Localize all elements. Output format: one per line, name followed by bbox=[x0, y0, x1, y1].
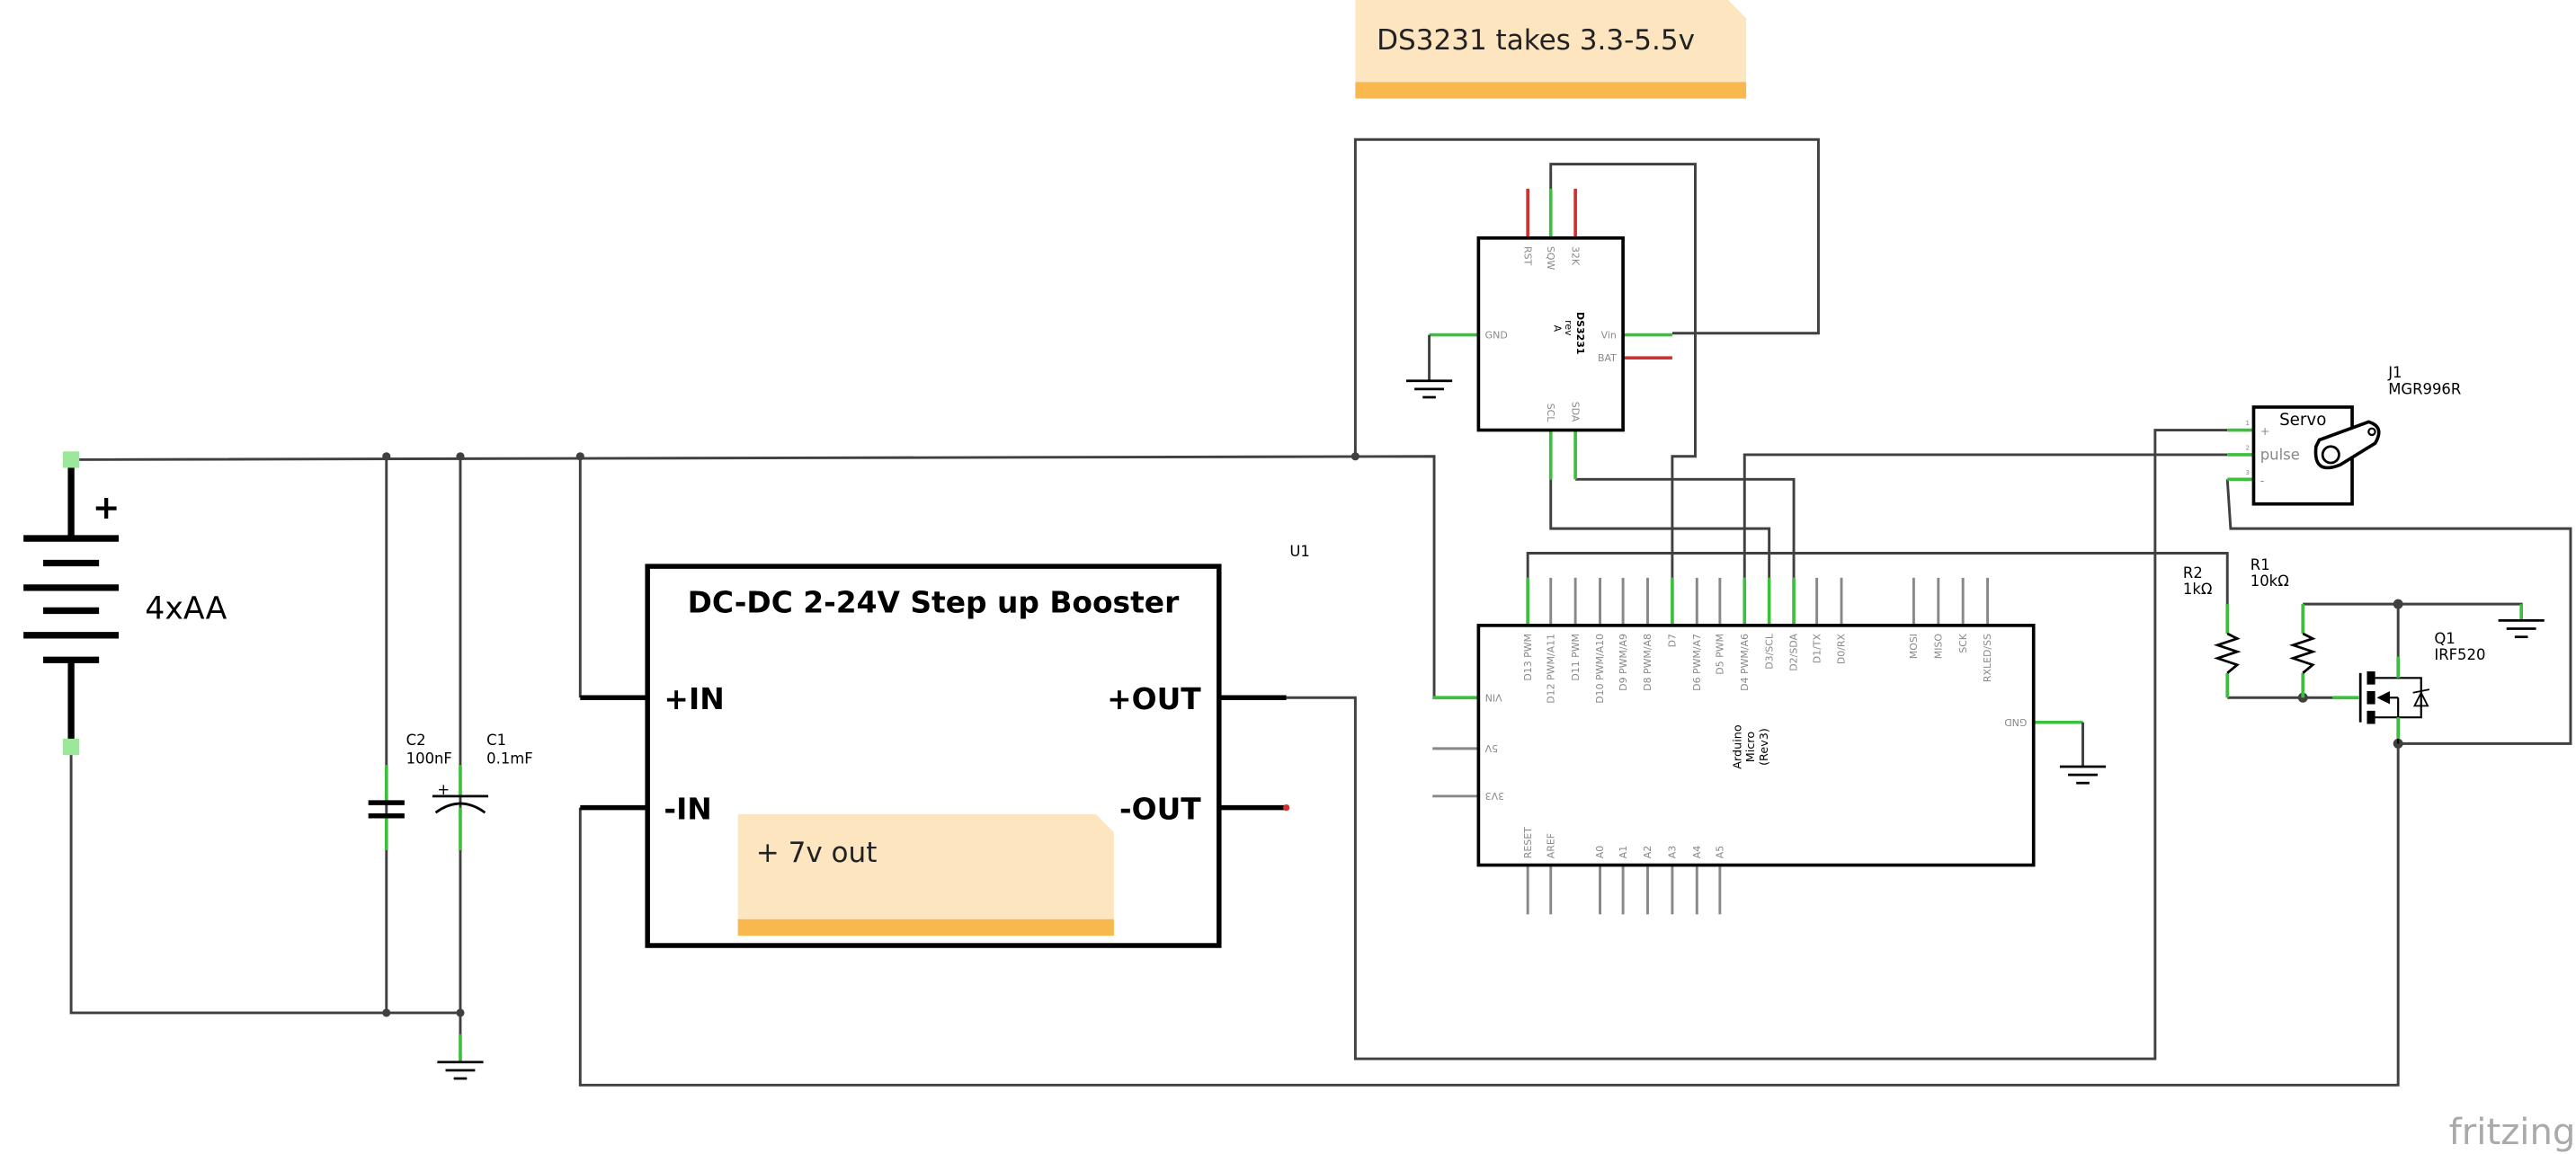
arduino-name-3: (Rev3) bbox=[1758, 728, 1771, 766]
pin-scl: SCL bbox=[1545, 404, 1556, 423]
arduino-pin-label: VIN bbox=[1485, 692, 1502, 704]
ground-symbol bbox=[437, 1034, 484, 1080]
arduino-pin-label: D7 bbox=[1667, 634, 1679, 647]
servo-pin-minus: - bbox=[2260, 475, 2265, 488]
arduino-pin-label: D4 PWM/A6 bbox=[1739, 634, 1751, 691]
pin-in-minus: -IN bbox=[664, 791, 711, 826]
mosfet-q1[interactable]: Q1 IRF520 bbox=[2332, 630, 2485, 744]
arduino-ref: U1 bbox=[1289, 543, 1309, 560]
arduino-pin-label: 3V3 bbox=[1485, 790, 1504, 802]
arduino-pin-label: D3/SCL bbox=[1763, 633, 1775, 670]
pin-out-plus: +OUT bbox=[1107, 681, 1201, 716]
pin-sqw: SQW bbox=[1545, 246, 1556, 271]
arduino-micro[interactable]: U1 D13 PWM D12 PWM/A11 D11 PWM D10 PWM/A10 D… bbox=[1289, 543, 2083, 915]
pin-number: 1 bbox=[2245, 419, 2250, 427]
servo-pin-plus: + bbox=[2260, 425, 2270, 439]
arduino-pin-label: D13 PWM bbox=[1522, 634, 1534, 681]
r2-name: R2 bbox=[2183, 564, 2203, 581]
ground-symbol bbox=[1406, 334, 1453, 399]
r2-value: 1kΩ bbox=[2183, 581, 2213, 598]
ground-symbol bbox=[2498, 604, 2545, 639]
rtc-name: DS3231 bbox=[1574, 312, 1586, 354]
arduino-pin-label: RXLED/SS bbox=[1982, 634, 1993, 682]
arduino-name-1: Arduino bbox=[1732, 724, 1745, 769]
arduino-pin-label: D9 PWM/A9 bbox=[1618, 634, 1629, 691]
arduino-pin-label: A4 bbox=[1691, 846, 1703, 858]
arduino-pin-label: A3 bbox=[1667, 846, 1679, 858]
pin-sda: SDA bbox=[1569, 402, 1581, 422]
arduino-pin-label: D10 PWM/A10 bbox=[1594, 634, 1606, 704]
battery-plus-label: + bbox=[93, 488, 120, 527]
servo-pin-pulse: pulse bbox=[2260, 446, 2300, 463]
arduino-pin-label: AREF bbox=[1545, 833, 1556, 858]
rtc-rev: rev bbox=[1563, 320, 1574, 336]
arduino-pin-label: GND bbox=[2004, 716, 2027, 728]
arduino-pin-label: SCK bbox=[1957, 633, 1969, 653]
note-text: + 7v out bbox=[756, 837, 878, 869]
r1-name: R1 bbox=[2251, 556, 2270, 573]
c2-name: C2 bbox=[406, 732, 426, 749]
arduino-pin-label: D2/SDA bbox=[1788, 634, 1800, 671]
arduino-pin-label: MOSI bbox=[1908, 634, 1920, 659]
arduino-pin-label: A5 bbox=[1715, 846, 1726, 858]
arduino-pin-label: D5 PWM bbox=[1715, 634, 1726, 675]
pin-out-minus: -OUT bbox=[1119, 791, 1201, 826]
pin-32k: 32K bbox=[1569, 246, 1581, 266]
rtc-rev-letter: A bbox=[1551, 325, 1563, 333]
q1-name: Q1 bbox=[2434, 630, 2455, 647]
arduino-pin-label: A0 bbox=[1594, 846, 1606, 858]
wires bbox=[69, 138, 2572, 1087]
arduino-pin-label: D6 PWM/A7 bbox=[1691, 634, 1703, 691]
note-booster[interactable]: + 7v out bbox=[737, 813, 1114, 937]
fritzing-logo: fritzing bbox=[2449, 1112, 2576, 1153]
pin-bat: BAT bbox=[1598, 352, 1617, 364]
rtc-ds3231[interactable]: RST SQW 32K GND Vin BAT SCL SDA DS3231 r… bbox=[1429, 189, 1672, 480]
c1-plus: + bbox=[437, 781, 450, 798]
r1-value: 10kΩ bbox=[2251, 573, 2289, 590]
servo-j1[interactable]: J1 MGR996R Servo + pulse - 1 2 3 bbox=[2227, 364, 2461, 506]
q1-model: IRF520 bbox=[2434, 646, 2485, 663]
arduino-pin-label: D0/RX bbox=[1836, 634, 1848, 665]
arduino-name-2: Micro bbox=[1744, 732, 1758, 763]
arduino-pin-label: RESET bbox=[1522, 827, 1534, 858]
ground-symbol bbox=[2059, 722, 2107, 785]
capacitor-c1[interactable]: + C1 0.1mF bbox=[432, 732, 533, 851]
servo-title: Servo bbox=[2279, 411, 2326, 430]
pin-number: 2 bbox=[2245, 443, 2250, 451]
arduino-pin-label: D1/TX bbox=[1811, 634, 1823, 664]
arduino-pin-label: D12 PWM/A11 bbox=[1545, 634, 1556, 704]
servo-ref: J1 bbox=[2387, 364, 2402, 381]
servo-horn-icon bbox=[2313, 420, 2381, 470]
arduino-pin-label: 5V bbox=[1484, 742, 1498, 754]
pin-in-plus: +IN bbox=[664, 681, 724, 716]
note-ds3231[interactable]: DS3231 takes 3.3-5.5v bbox=[1355, 0, 1747, 99]
battery-label: 4xAA bbox=[145, 591, 227, 627]
servo-model: MGR996R bbox=[2388, 380, 2461, 397]
battery-4xaa[interactable]: + 4xAA bbox=[23, 451, 227, 756]
capacitor-c2[interactable]: C2 100nF bbox=[368, 732, 452, 851]
resistor-r2[interactable]: R2 1kΩ bbox=[2183, 564, 2242, 698]
c1-value: 0.1mF bbox=[486, 750, 533, 767]
arduino-pin-label: MISO bbox=[1932, 634, 1944, 659]
note-text: DS3231 takes 3.3-5.5v bbox=[1377, 24, 1695, 57]
pin-vin: Vin bbox=[1601, 329, 1617, 341]
arduino-pin-label: A1 bbox=[1618, 846, 1629, 858]
dc-dc-booster[interactable]: DC-DC 2-24V Step up Booster +IN -IN +OUT… bbox=[580, 564, 1290, 948]
c2-value: 100nF bbox=[406, 750, 452, 767]
booster-title: DC-DC 2-24V Step up Booster bbox=[688, 584, 1180, 619]
arduino-pin-label: D11 PWM bbox=[1570, 634, 1582, 681]
pin-gnd: GND bbox=[1485, 329, 1508, 341]
c1-name: C1 bbox=[486, 732, 506, 749]
arduino-pin-label: D8 PWM/A8 bbox=[1642, 634, 1653, 691]
pin-rst: RST bbox=[1522, 246, 1534, 266]
arduino-pin-label: A2 bbox=[1642, 846, 1653, 858]
pin-number: 3 bbox=[2245, 468, 2250, 476]
resistor-r1[interactable]: R1 10kΩ bbox=[2251, 556, 2317, 698]
